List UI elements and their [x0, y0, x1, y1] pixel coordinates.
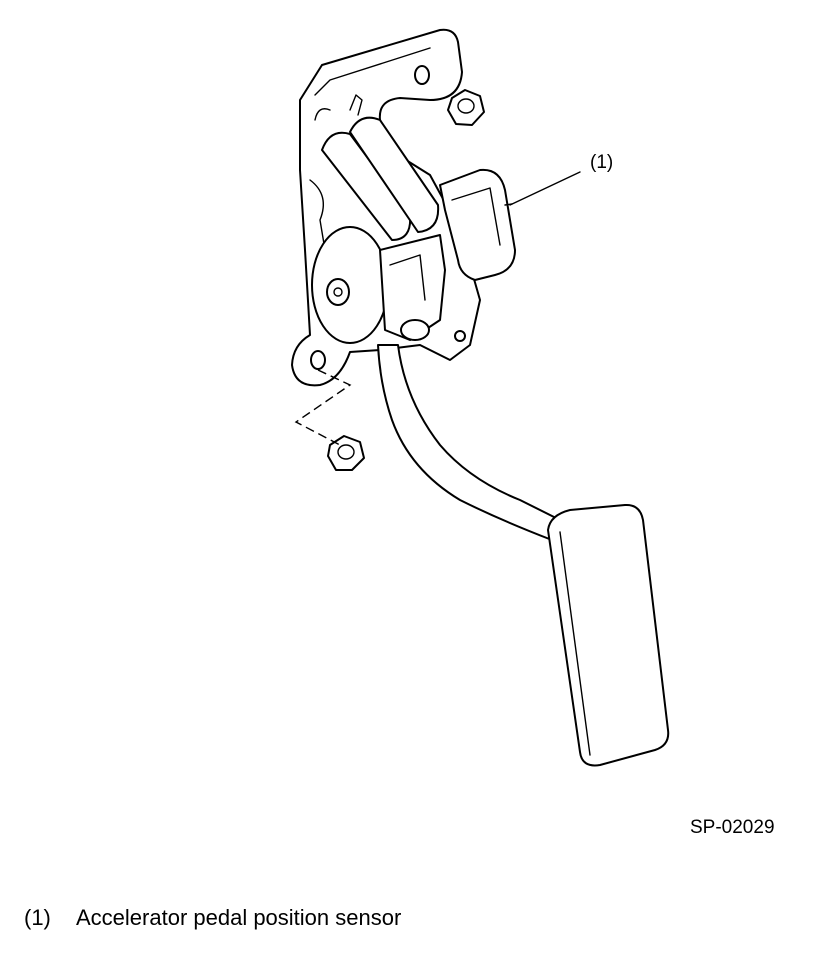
callout-label: (1) — [590, 152, 614, 173]
assembly-dash-line — [294, 369, 352, 446]
legend-number: (1) — [24, 905, 51, 930]
legend-text: Accelerator pedal position sensor — [76, 905, 402, 930]
pedal-pad — [547, 503, 670, 767]
upper-nut — [447, 89, 485, 126]
lower-nut — [327, 435, 365, 471]
callout-leader-line — [509, 171, 581, 206]
pivot-hub — [311, 226, 389, 344]
return-spring-right — [349, 116, 440, 233]
upper-bolt-hole — [414, 65, 430, 85]
lower-bolt-hole — [310, 350, 326, 370]
accelerator-pedal-diagram — [291, 28, 670, 767]
pedal-arm — [377, 344, 561, 541]
legend-item: (1) Accelerator pedal position sensor — [24, 905, 401, 931]
figure-code: SP-02029 — [690, 817, 775, 838]
